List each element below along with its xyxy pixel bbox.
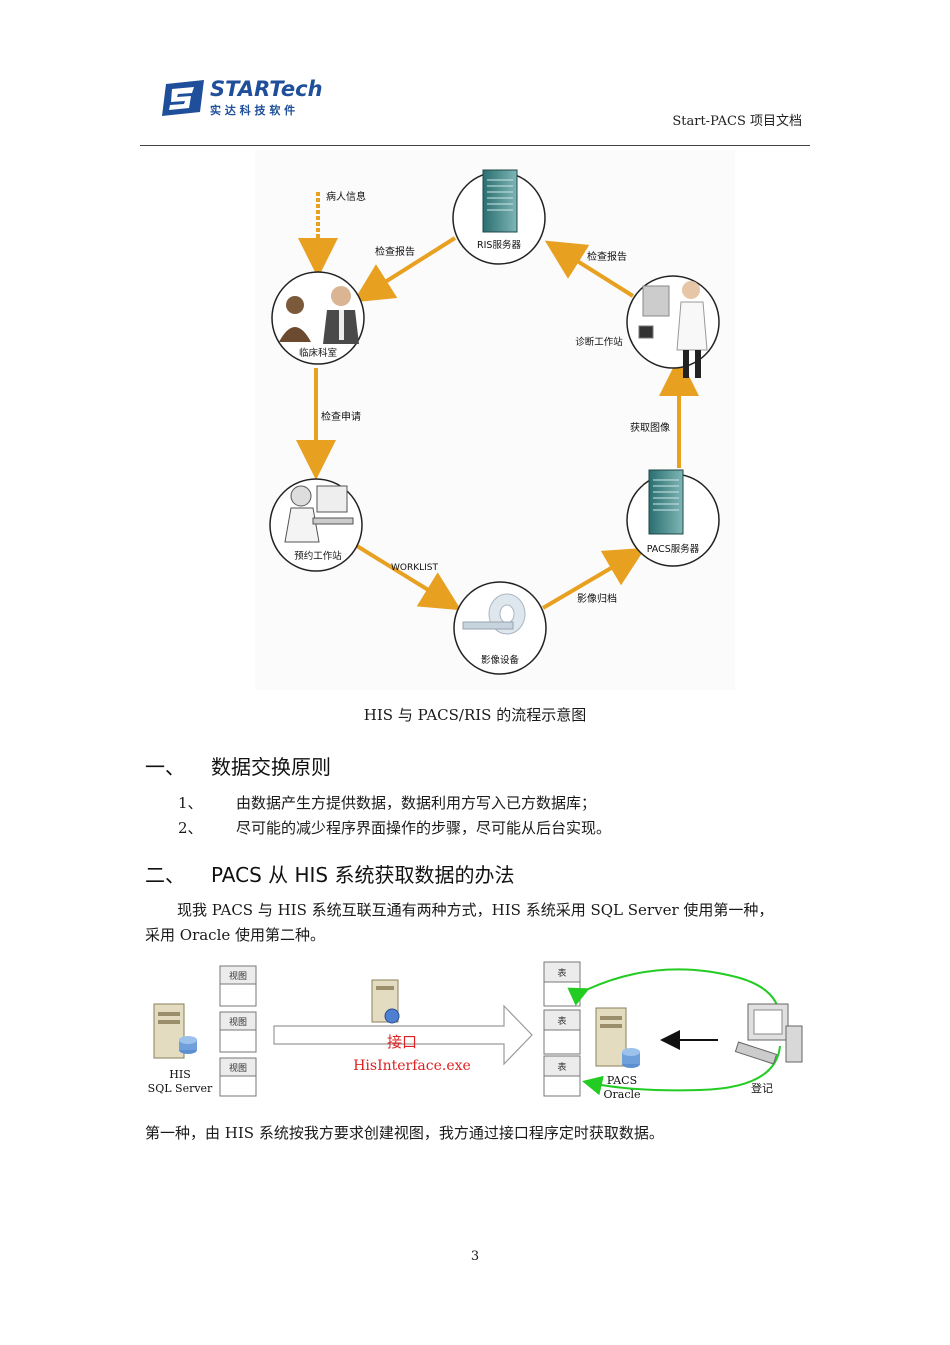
table-label: 表: [557, 967, 566, 979]
section-title: 数据交换原则: [211, 755, 331, 779]
table-label: 表: [557, 1061, 566, 1073]
ris-server-node: RIS服务器: [452, 169, 546, 265]
page-number: 3: [470, 1249, 480, 1264]
paragraph-line: 现我 PACS 与 HIS 系统互联互通有两种方式，HIS 系统采用 SQL S…: [177, 901, 774, 919]
arrow-exam-report-right: [544, 240, 635, 298]
green-link-top: [567, 968, 781, 1021]
list-text: 尽可能的减少程序界面操作的步骤，尽可能从后台实现。: [236, 819, 612, 837]
pacs-server-node: PACS服务器: [626, 469, 720, 567]
arrow-exam-report-left: [352, 236, 457, 303]
image-archive-label: 影像归档: [577, 592, 617, 605]
paragraph: 第一种，由 HIS 系统按我方要求创建视图，我方通过接口程序定时获取数据。: [145, 1124, 664, 1142]
section-number: 二、: [145, 863, 185, 887]
section-title: PACS 从 HIS 系统获取数据的办法: [211, 863, 515, 887]
arrow-image-archive: [541, 547, 646, 610]
section-number: 一、: [145, 755, 185, 779]
register-label: 登记: [751, 1081, 773, 1095]
exam-request-label: 检查申请: [321, 410, 361, 423]
list-item: 2、 尽可能的减少程序界面操作的步骤，尽可能从后台实现。: [178, 817, 611, 838]
diagnosis-station-node: 诊断工作站: [575, 275, 720, 378]
list-index: 1、: [178, 794, 203, 812]
worklist-label: WORKLIST: [391, 563, 439, 573]
document-title: Start-PACS 项目文档: [672, 114, 802, 129]
figure-caption: HIS 与 PACS/RIS 的流程示意图: [363, 706, 587, 724]
interface-arrow: [273, 1004, 533, 1066]
list-index: 2、: [178, 819, 203, 837]
arrow-worklist: [355, 544, 462, 611]
oracle-label: Oracle: [603, 1088, 640, 1101]
view-label: 视图: [229, 970, 247, 982]
interface-exe-label: HisInterface.exe: [353, 1058, 471, 1074]
interface-server-icon: [371, 979, 400, 1024]
get-images-label: 获取图像: [630, 422, 670, 434]
paragraph-line: 采用 Oracle 使用第二种。: [145, 926, 326, 944]
table-box: 表: [543, 961, 581, 1007]
logo-brand-text: STARTech: [210, 77, 323, 101]
section-heading-1: 一、 数据交换原则: [145, 751, 331, 780]
booking-station-label: 预约工作站: [294, 550, 342, 562]
view-box: 视图: [219, 965, 257, 1007]
view-label: 视图: [229, 1062, 247, 1074]
clinical-dept-label: 临床科室: [299, 347, 337, 359]
table-box: 表: [543, 1009, 581, 1055]
paragraph: 现我 PACS 与 HIS 系统互联互通有两种方式，HIS 系统采用 SQL S…: [145, 898, 805, 923]
imaging-device-node: 影像设备: [453, 581, 547, 675]
ris-server-label: RIS服务器: [477, 239, 521, 251]
interface-diagram: HIS SQL Server 视图 视图 视图 接口 HisInt: [140, 960, 820, 1110]
booking-station-node: 预约工作站: [269, 478, 363, 572]
exam-report-left-label: 检查报告: [375, 245, 415, 258]
imaging-device-label: 影像设备: [481, 654, 520, 666]
exam-report-right-label: 检查报告: [587, 250, 627, 263]
clinical-dept-node: 临床科室: [271, 271, 365, 365]
header-divider: [140, 145, 810, 146]
section-heading-2: 二、 PACS 从 HIS 系统获取数据的办法: [145, 859, 514, 888]
interface-label: 接口: [387, 1033, 417, 1051]
register-computer-icon: [734, 1003, 803, 1065]
table-label: 表: [557, 1015, 566, 1027]
view-label: 视图: [229, 1016, 247, 1028]
patient-info-label: 病人信息: [326, 190, 366, 203]
his-label: HIS: [169, 1068, 190, 1081]
list-text: 由数据产生方提供数据，数据利用方写入已方数据库；: [236, 794, 597, 812]
pacs-label: PACS: [607, 1074, 637, 1087]
sql-server-label: SQL Server: [148, 1082, 213, 1095]
view-box: 视图: [219, 1011, 257, 1053]
pacs-oracle-server-icon: [595, 1007, 640, 1068]
workflow-diagram: RIS服务器 临床科室 诊断工作站: [255, 150, 735, 690]
table-box: 表: [543, 1055, 581, 1097]
startech-logo: STARTech 实 达 科 技 软 件: [160, 72, 340, 122]
green-link-bottom: [582, 1045, 781, 1096]
his-server-icon: [153, 1003, 197, 1059]
list-item: 1、 由数据产生方提供数据，数据利用方写入已方数据库；: [178, 792, 596, 813]
pacs-server-label: PACS服务器: [647, 543, 700, 555]
view-box: 视图: [219, 1057, 257, 1097]
paragraph: 采用 Oracle 使用第二种。: [145, 923, 805, 948]
logo-sub-text: 实 达 科 技 软 件: [210, 103, 295, 117]
diagnosis-station-label: 诊断工作站: [575, 336, 623, 348]
